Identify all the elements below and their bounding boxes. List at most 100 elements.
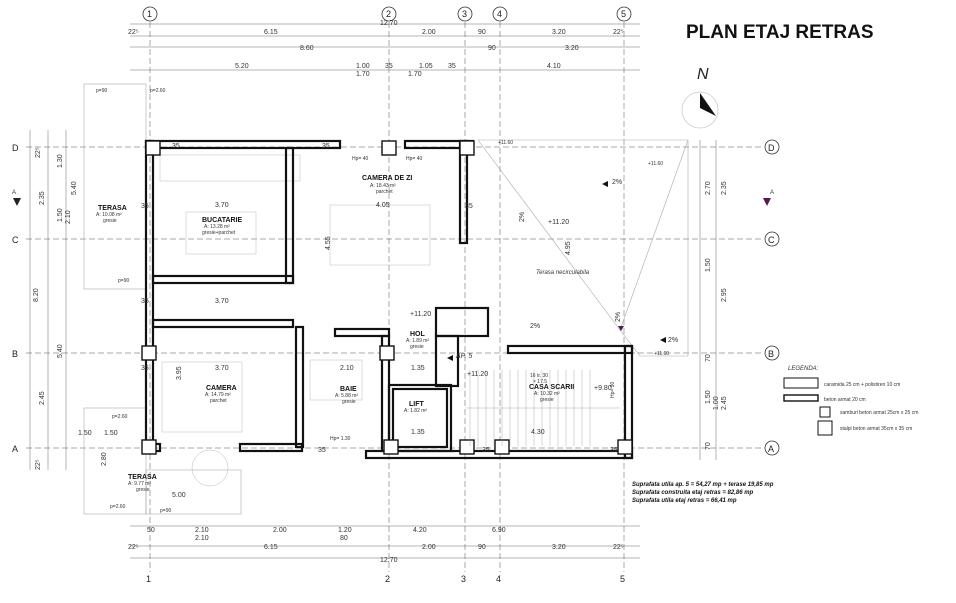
svg-text:Hp= 40: Hp= 40 <box>406 156 422 162</box>
svg-text:3.20: 3.20 <box>565 45 579 52</box>
svg-text:D: D <box>768 143 775 153</box>
svg-text:CAMERA DE ZI: CAMERA DE ZI <box>362 175 412 182</box>
svg-text:A: A <box>12 444 18 454</box>
svg-text:gresie: gresie <box>103 218 117 224</box>
svg-text:3: 3 <box>462 9 467 19</box>
svg-text:A: 10.32 m²: A: 10.32 m² <box>534 391 560 397</box>
svg-text:35: 35 <box>385 63 393 70</box>
svg-text:+11.60: +11.60 <box>648 161 663 167</box>
svg-text:+11.60: +11.60 <box>654 351 669 357</box>
svg-text:caramida 25 cm + polistiren 10: caramida 25 cm + polistiren 10 cm <box>824 382 900 388</box>
svg-text:5: 5 <box>621 9 626 19</box>
svg-text:1.00: 1.00 <box>356 63 370 70</box>
svg-text:N: N <box>697 66 709 83</box>
svg-text:TERASA: TERASA <box>98 205 127 212</box>
svg-text:samburi beton armat 25cm x 25: samburi beton armat 25cm x 25 cm <box>840 410 918 416</box>
svg-text:+11.20: +11.20 <box>467 371 488 378</box>
svg-text:5.20: 5.20 <box>235 63 249 70</box>
svg-text:4: 4 <box>497 9 502 19</box>
interior-dimensions: 3.70 3.70 3.70 4.05 4.55 2.10 1.35 1.35 … <box>104 143 618 499</box>
svg-text:2.00: 2.00 <box>273 527 287 534</box>
svg-text:6.90: 6.90 <box>492 527 506 534</box>
svg-text:2.95: 2.95 <box>721 288 728 302</box>
svg-text:6.15: 6.15 <box>264 29 278 36</box>
svg-text:Suprafata utila ap. 5 = 54,27: Suprafata utila ap. 5 = 54,27 mp + teras… <box>632 482 774 488</box>
svg-text:parchet: parchet <box>376 189 393 195</box>
svg-text:2%: 2% <box>612 179 622 186</box>
svg-text:+11.20: +11.20 <box>410 311 431 318</box>
room-baie: BAIE A: 5.88 m² gresie <box>335 386 358 405</box>
svg-text:8.20: 8.20 <box>33 288 40 302</box>
svg-text:35: 35 <box>141 298 149 305</box>
svg-text:A: 1.89 m²: A: 1.89 m² <box>406 338 429 344</box>
svg-text:2.00: 2.00 <box>422 29 436 36</box>
north-arrow-icon: N <box>681 66 719 129</box>
svg-text:p=90: p=90 <box>96 88 107 94</box>
svg-text:1.50: 1.50 <box>705 390 712 404</box>
svg-text:A: A <box>770 190 774 196</box>
svg-text:2.10: 2.10 <box>195 527 209 534</box>
svg-text:2.70: 2.70 <box>705 181 712 195</box>
svg-text:Hp= 90: Hp= 90 <box>610 382 616 398</box>
svg-text:beton armat 20 cm: beton armat 20 cm <box>824 397 866 403</box>
svg-text:2.10: 2.10 <box>195 535 209 542</box>
svg-text:22⁵: 22⁵ <box>35 147 42 158</box>
svg-text:Suprafata construita etaj retr: Suprafata construita etaj retras = 82,86… <box>632 490 754 496</box>
room-terasa-sw: TERASA A: 9.77 m² gresie <box>128 474 157 493</box>
room-casa-scarii: CASA SCARII A: 10.32 m² gresie 16 tr. 30… <box>529 373 574 403</box>
svg-text:2%: 2% <box>530 323 540 330</box>
svg-text:70: 70 <box>705 354 712 362</box>
svg-text:22⁵: 22⁵ <box>35 459 42 470</box>
svg-text:1.00: 1.00 <box>713 396 720 410</box>
svg-text:4: 4 <box>496 574 501 584</box>
svg-text:B: B <box>12 349 18 359</box>
svg-text:1: 1 <box>147 9 152 19</box>
room-camera: CAMERA A: 14.79 m² parchet <box>205 385 237 404</box>
svg-text:LIFT: LIFT <box>409 401 424 408</box>
svg-text:gresie: gresie <box>342 399 356 405</box>
svg-text:2.35: 2.35 <box>39 191 46 205</box>
svg-text:2.80: 2.80 <box>101 452 108 466</box>
room-lift: LIFT A: 1.82 m² <box>404 401 427 414</box>
svg-text:parchet: parchet <box>210 398 227 404</box>
stair-steps <box>466 370 620 446</box>
svg-text:35: 35 <box>322 143 330 150</box>
svg-text:2: 2 <box>385 574 390 584</box>
svg-text:B: B <box>768 349 774 359</box>
svg-text:A: A <box>12 190 16 196</box>
section-marker-icon: A A <box>12 190 774 206</box>
svg-text:TERASA: TERASA <box>128 474 157 481</box>
room-camera-de-zi: CAMERA DE ZI A: 18.43 m² parchet <box>362 175 412 195</box>
svg-text:gresie+parchet: gresie+parchet <box>202 230 236 236</box>
svg-text:3: 3 <box>461 574 466 584</box>
slope-indicators: 2% 2% 2% 2% 2% <box>519 179 678 344</box>
svg-text:70: 70 <box>705 442 712 450</box>
svg-text:gresie: gresie <box>136 487 150 493</box>
svg-text:p=2.60: p=2.60 <box>110 504 126 510</box>
svg-text:2.45: 2.45 <box>39 391 46 405</box>
bottom-dimensions: 50 2.10 2.00 1.20 4.20 6.90 2.10 80 22⁵ … <box>128 527 624 564</box>
svg-text:90: 90 <box>488 45 496 52</box>
left-dimension-lines <box>29 130 717 470</box>
svg-text:12.70: 12.70 <box>380 20 398 27</box>
svg-text:35: 35 <box>465 203 473 210</box>
svg-text:C: C <box>768 235 775 245</box>
svg-text:HOL: HOL <box>410 331 426 338</box>
svg-text:2.10: 2.10 <box>65 210 72 224</box>
top-dimension-lines <box>130 23 640 559</box>
svg-text:gresie: gresie <box>410 344 424 350</box>
svg-text:35: 35 <box>318 447 326 454</box>
horizontal-axis-lines <box>26 146 764 449</box>
legend: LEGENDA: caramida 25 cm + polistiren 10 … <box>783 366 918 436</box>
svg-text:4.20: 4.20 <box>413 527 427 534</box>
svg-text:p=90: p=90 <box>160 508 171 514</box>
svg-text:stalpi beton armat 35cm x 35 c: stalpi beton armat 35cm x 35 cm <box>840 426 912 432</box>
svg-text:1.35: 1.35 <box>411 365 425 372</box>
svg-text:1.50: 1.50 <box>78 430 92 437</box>
svg-text:D: D <box>12 143 19 153</box>
right-dimensions: 2.70 2.35 1.50 2.95 70 1.50 1.00 2.45 70 <box>705 181 728 450</box>
svg-text:90: 90 <box>478 544 486 551</box>
svg-text:2.35: 2.35 <box>721 181 728 195</box>
svg-text:1: 1 <box>146 574 151 584</box>
svg-text:35: 35 <box>141 365 149 372</box>
